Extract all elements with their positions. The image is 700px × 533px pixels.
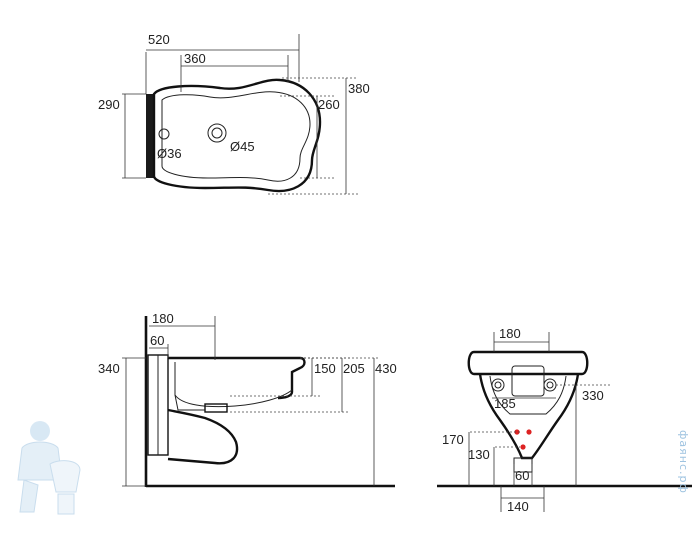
dim-260: 260 — [318, 97, 340, 112]
tap-hole — [158, 128, 170, 140]
side-view-rim — [168, 356, 306, 400]
dim-front-60: 60 — [515, 468, 529, 483]
dim-front-330: 330 — [582, 388, 604, 403]
front-view: 180 185 330 170 130 60 140 — [437, 326, 692, 514]
side-view-body — [167, 408, 239, 465]
dim-side-180: 180 — [152, 311, 174, 326]
front-view-body — [478, 373, 580, 460]
dim-side-205: 205 — [343, 361, 365, 376]
dim-front-185: 185 — [494, 396, 516, 411]
plumber-mascot-logo — [17, 421, 81, 515]
side-view-drain — [204, 403, 228, 413]
dim-front-140: 140 — [507, 499, 529, 514]
dim-side-60: 60 — [150, 333, 164, 348]
front-view-drain-dot-2 — [526, 429, 532, 435]
side-view-bowl — [174, 362, 293, 408]
front-view-mount-left — [491, 378, 505, 392]
dim-front-180: 180 — [499, 326, 521, 341]
dim-front-170: 170 — [442, 432, 464, 447]
front-view-mount-right — [543, 378, 557, 392]
dim-side-340: 340 — [98, 361, 120, 376]
dim-360: 360 — [184, 51, 206, 66]
dim-380: 380 — [348, 81, 370, 96]
dim-side-430: 430 — [375, 361, 397, 376]
dim-side-150: 150 — [314, 361, 336, 376]
dim-290: 290 — [98, 97, 120, 112]
drain-inner — [211, 127, 223, 139]
label-tap-hole: Ø36 — [157, 146, 182, 161]
front-view-drain-dot-1 — [514, 429, 520, 435]
top-view-back-plate — [146, 94, 154, 178]
front-view-drain-dot-3 — [520, 444, 526, 450]
watermark-site: фаянс.рф — [677, 430, 690, 494]
front-view-rim — [467, 350, 589, 376]
side-view: 180 60 340 150 205 430 — [98, 311, 397, 488]
drain-outer — [207, 123, 227, 143]
label-drain-hole: Ø45 — [230, 139, 255, 154]
top-view-inner-bowl — [161, 91, 311, 182]
dim-520: 520 — [148, 32, 170, 47]
top-view: 520 360 290 260 380 Ø36 Ø45 — [98, 32, 370, 195]
dim-front-130: 130 — [468, 447, 490, 462]
